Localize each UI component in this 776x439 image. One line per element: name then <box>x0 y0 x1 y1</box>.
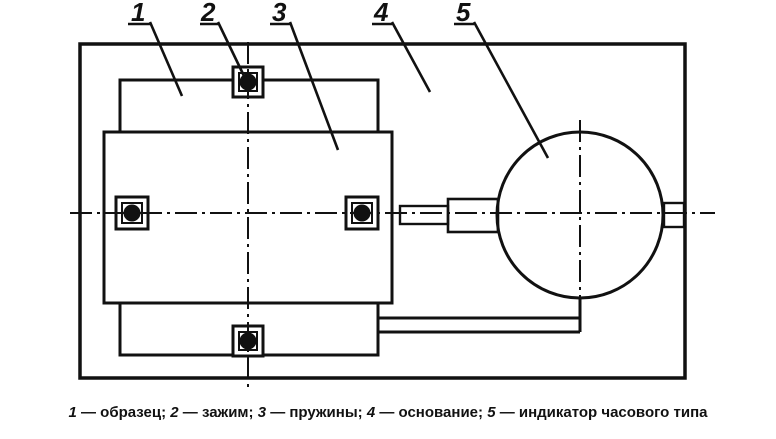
legend-num-4: 4 <box>366 404 376 421</box>
leader-1 <box>148 21 184 97</box>
legend-num-2: 2 <box>170 404 179 421</box>
label-2: 2 <box>200 0 216 27</box>
legend-text-5: — индикатор часового типа <box>495 404 708 421</box>
leader-2 <box>216 21 246 77</box>
legend-num-5: 5 <box>487 404 496 421</box>
label-3: 3 <box>272 0 287 27</box>
indicator-stem <box>398 204 450 226</box>
base-plate <box>78 42 687 380</box>
legend-text-2: — зажим; <box>178 404 258 421</box>
figure-legend: 1 — образец; 2 — зажим; 3 — пружины; 4 —… <box>0 404 776 421</box>
legend-num-3: 3 <box>257 404 267 421</box>
label-1: 1 <box>131 0 145 27</box>
leader-3 <box>288 21 340 151</box>
legend-num-1: 1 <box>68 404 77 421</box>
label-4: 4 <box>373 0 389 27</box>
leader-4 <box>390 21 432 93</box>
label-5: 5 <box>456 0 471 27</box>
legend-text-1: — образец; <box>76 404 171 421</box>
legend-text-4: — основание; <box>375 404 488 421</box>
legend-text-3: — пружины; <box>266 404 367 421</box>
leader-5 <box>472 21 550 159</box>
indicator-sleeve <box>446 197 500 234</box>
indicator-tip <box>662 201 686 229</box>
